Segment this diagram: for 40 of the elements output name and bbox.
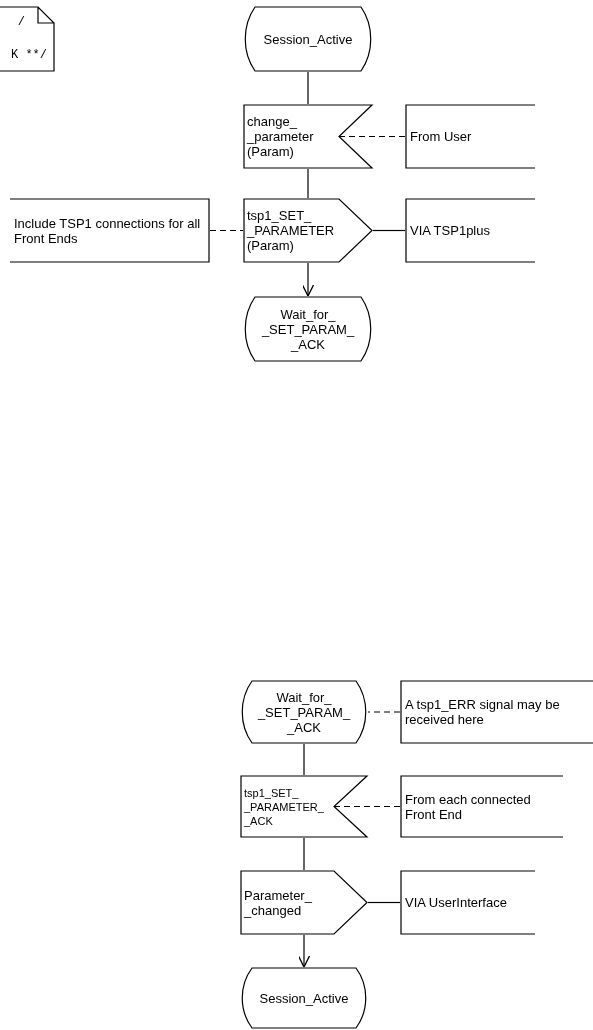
comment-text: Include TSP1 connections for all Front Ends: [14, 215, 202, 246]
flow-arrow: [301, 262, 315, 297]
state-symbol: [240, 967, 368, 1029]
annotation-text: K **/: [11, 48, 48, 63]
comment-text: From User: [410, 129, 472, 144]
annotation-text: /: [17, 15, 26, 30]
signal-name: tsp1_SET_ _PARAMETER_ _ACK: [244, 785, 325, 828]
flow-line: [307, 71, 309, 105]
state-name: Session_Active: [259, 990, 349, 1006]
state-name: Session_Active: [263, 31, 353, 47]
flow-line: [367, 901, 401, 904]
state-symbol: [240, 680, 368, 744]
flow-line: [372, 229, 406, 232]
flow-line: [307, 168, 309, 199]
dashed-connector: [367, 711, 401, 713]
state-symbol: [243, 6, 373, 72]
comment-text: VIA TSP1plus: [410, 223, 490, 238]
dashed-connector: [209, 229, 244, 232]
state-symbol: [243, 296, 373, 362]
signal-name: tsp1_SET_ _PARAMETER (Param): [247, 208, 336, 253]
comment-text: A tsp1_ERR signal may be received here: [405, 697, 561, 727]
output-signal-symbol: [243, 198, 373, 263]
flow-arrow: [297, 934, 311, 968]
comment-text: From each connected Front End: [405, 791, 532, 822]
comment-symbol: [400, 680, 593, 744]
signal-name: Parameter_ _changed: [244, 887, 313, 918]
comment-symbol: [405, 198, 535, 263]
comment-symbol: [400, 870, 535, 935]
state-name: Wait_for_ _SET_PARAM_ _ACK: [260, 306, 356, 352]
comment-symbol: [400, 775, 563, 838]
flow-line: [303, 837, 305, 871]
comment-symbol: [405, 104, 535, 169]
input-signal-symbol: [240, 775, 368, 838]
output-signal-symbol: [240, 870, 368, 935]
signal-name: change_ _parameter (Param): [247, 114, 315, 159]
state-name: Wait_for_ _SET_PARAM_ _ACK: [256, 689, 352, 735]
comment-text: VIA UserInterface: [405, 895, 507, 910]
comment-symbol: [10, 198, 210, 263]
input-signal-symbol: [243, 104, 373, 169]
flow-line: [303, 743, 305, 776]
